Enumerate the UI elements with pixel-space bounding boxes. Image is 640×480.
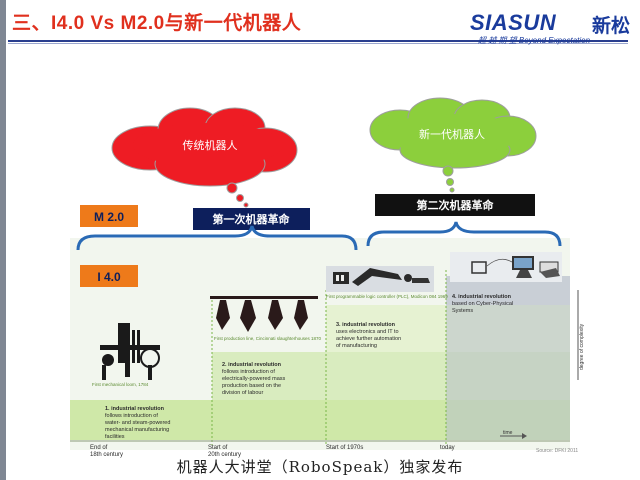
- first-revolution-label: 第一次机器革命: [213, 212, 291, 226]
- traditional-robot-cloud: [112, 108, 297, 207]
- new-robot-label: 新一代机器人: [419, 127, 485, 141]
- stage3-image-label: First programmable logic controller (PLC…: [326, 294, 448, 299]
- new-robot-cloud: [370, 98, 536, 192]
- robot-arm-icon: [326, 266, 434, 292]
- stage-band-4-shade: [446, 305, 570, 440]
- stage1-image-label: First mechanical loom, 1784: [92, 382, 149, 387]
- era4-label: today: [440, 445, 455, 451]
- time-label: time: [503, 430, 513, 436]
- footer-caption: 机器人大讲堂（RoboSpeak）独家发布: [0, 456, 640, 477]
- era3-label: Start of 1970s: [326, 445, 363, 451]
- i40-badge-label: I 4.0: [97, 270, 121, 284]
- source-note: Source: DFKI 2011: [536, 448, 578, 454]
- cyber-physical-icon: [450, 252, 562, 282]
- complexity-label: degree of complexity: [579, 323, 585, 370]
- traditional-robot-label: 传统机器人: [183, 138, 238, 152]
- second-revolution-label: 第二次机器革命: [417, 198, 495, 212]
- stage2-image-label: First production line, Cincinnati slaugh…: [214, 336, 322, 341]
- m20-badge-label: M 2.0: [94, 210, 124, 224]
